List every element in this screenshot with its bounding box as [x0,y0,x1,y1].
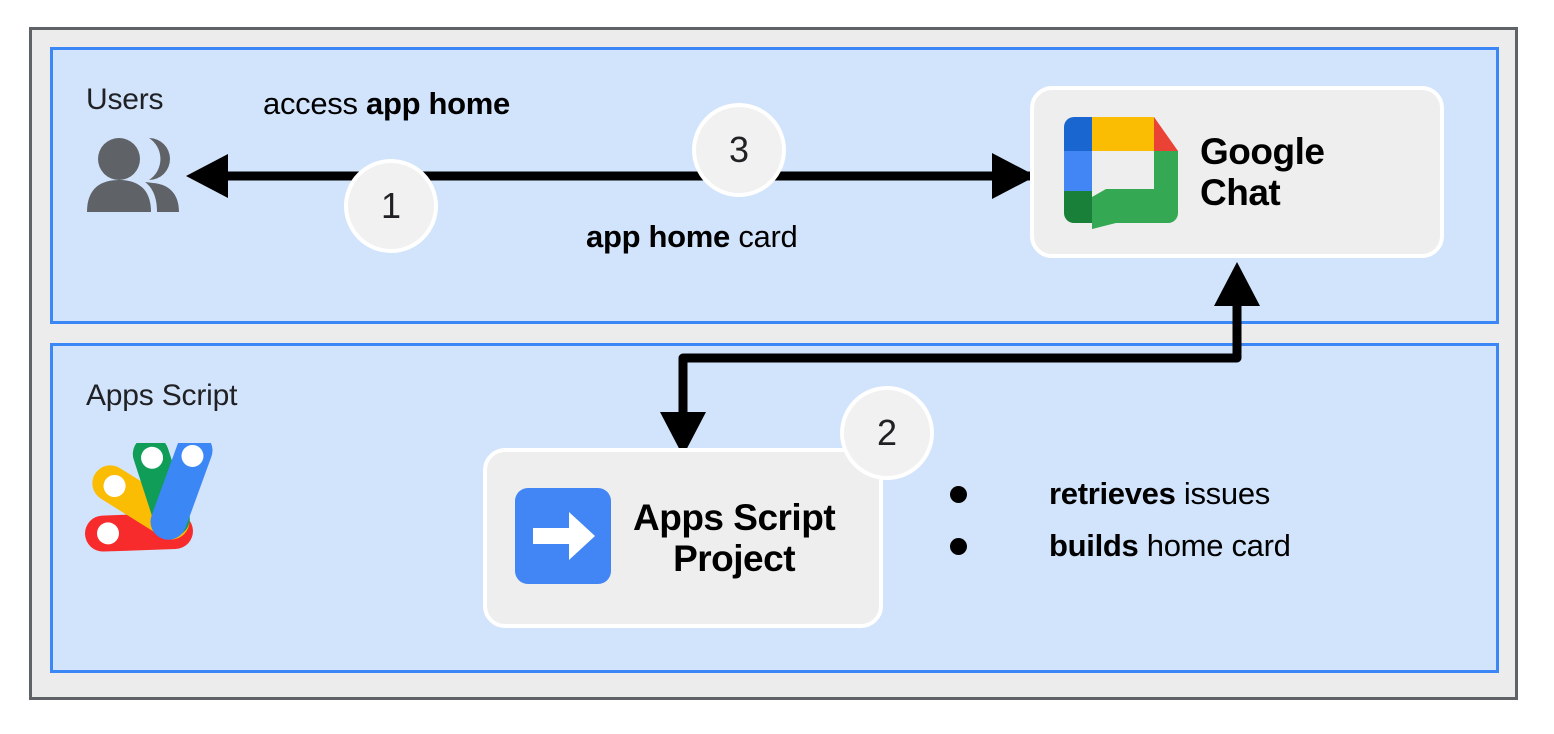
bullet-1-rest: home card [1138,528,1291,563]
node-title-apps-script-project: Apps Script Project [633,496,836,580]
bullet-1-bold: builds [1049,528,1139,563]
google-chat-logo-icon [1056,111,1178,234]
flow-label-access-prefix: access [263,86,366,121]
node-title-google-chat: Google Chat [1200,130,1325,214]
node-title-line1: Google [1200,130,1325,172]
node-google-chat[interactable]: Google Chat [1030,86,1444,258]
bullet-dot-icon [950,485,967,503]
node-apps-script-project[interactable]: Apps Script Project [483,448,883,628]
right-arrow-icon [515,487,611,589]
apps-script-actions-list: retrieves issues builds home card [950,468,1291,572]
bullet-0-rest: issues [1175,476,1270,511]
step-badge-3: 3 [692,103,786,197]
list-item: retrieves issues [950,468,1291,520]
flow-label-access-bold: app home [366,86,511,121]
panel-label-apps-script: Apps Script [86,379,238,412]
flow-label-card-bold: app home [586,219,731,254]
step-badge-2: 2 [840,386,934,480]
step-badge-1: 1 [344,159,438,253]
bullet-dot-icon [950,537,967,555]
users-group-icon [83,136,183,217]
panel-label-users: Users [86,83,164,116]
flow-label-access-app-home: access app home [263,86,510,122]
node-title-line2: Project [673,538,796,579]
bullet-0-bold: retrieves [1049,476,1176,511]
list-item: builds home card [950,520,1291,572]
node-title-line1: Apps Script [633,496,836,538]
node-title-line2: Chat [1200,172,1281,213]
flow-label-card-suffix: card [730,219,798,254]
apps-script-logo-icon [83,432,223,566]
flow-label-app-home-card: app home card [586,219,798,255]
